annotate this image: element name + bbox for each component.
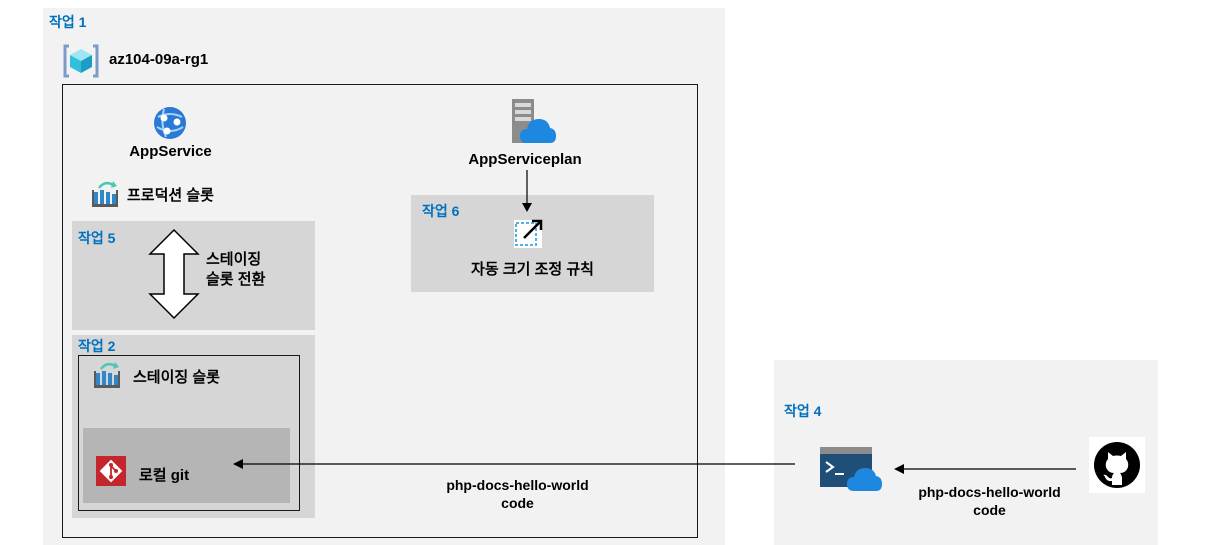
code-label-center: php-docs-hello-world code [425, 476, 610, 512]
github-icon [1093, 441, 1141, 489]
task5-label: 작업 5 [78, 230, 116, 246]
swap-label-line1: 스테이징 [206, 251, 262, 268]
cloud-shell-icon [820, 445, 882, 495]
task5-box [72, 221, 315, 330]
plan-to-autoscale-arrow [522, 170, 532, 212]
local-git-label: 로컬 git [139, 467, 190, 484]
production-slot-icon [91, 180, 119, 208]
autoscale-icon [512, 216, 546, 250]
task6-label: 작업 6 [422, 203, 460, 219]
github-to-cloudshell-arrow [894, 464, 1076, 474]
task1-label: 작업 1 [49, 14, 87, 30]
app-service-plan-icon [510, 97, 558, 147]
cloudshell-to-localgit-arrow [233, 459, 795, 469]
resource-group-icon [62, 42, 100, 80]
code-label-right-line2: code [973, 502, 1006, 518]
swap-label-line2: 슬롯 전환 [206, 271, 266, 288]
swap-arrow-icon [148, 228, 200, 320]
task4-label: 작업 4 [784, 403, 822, 419]
autoscale-label: 자동 크기 조정 규칙 [471, 261, 594, 278]
resource-group-boundary [62, 84, 698, 538]
app-service-plan-label: AppServiceplan [468, 151, 582, 168]
staging-slot-icon [93, 361, 121, 389]
code-label-center-line1: php-docs-hello-world [446, 477, 589, 493]
task2-label: 작업 2 [78, 338, 116, 354]
staging-slot-label: 스테이징 슬롯 [133, 369, 220, 386]
app-service-icon [152, 105, 188, 141]
code-label-right-line1: php-docs-hello-world [918, 484, 1061, 500]
code-label-center-line2: code [501, 495, 534, 511]
production-slot-label: 프로덕션 슬롯 [127, 187, 214, 204]
resource-group-name: az104-09a-rg1 [109, 51, 209, 68]
app-service-label: AppService [129, 143, 212, 160]
git-icon [96, 456, 126, 486]
code-label-right: php-docs-hello-world code [897, 483, 1082, 519]
